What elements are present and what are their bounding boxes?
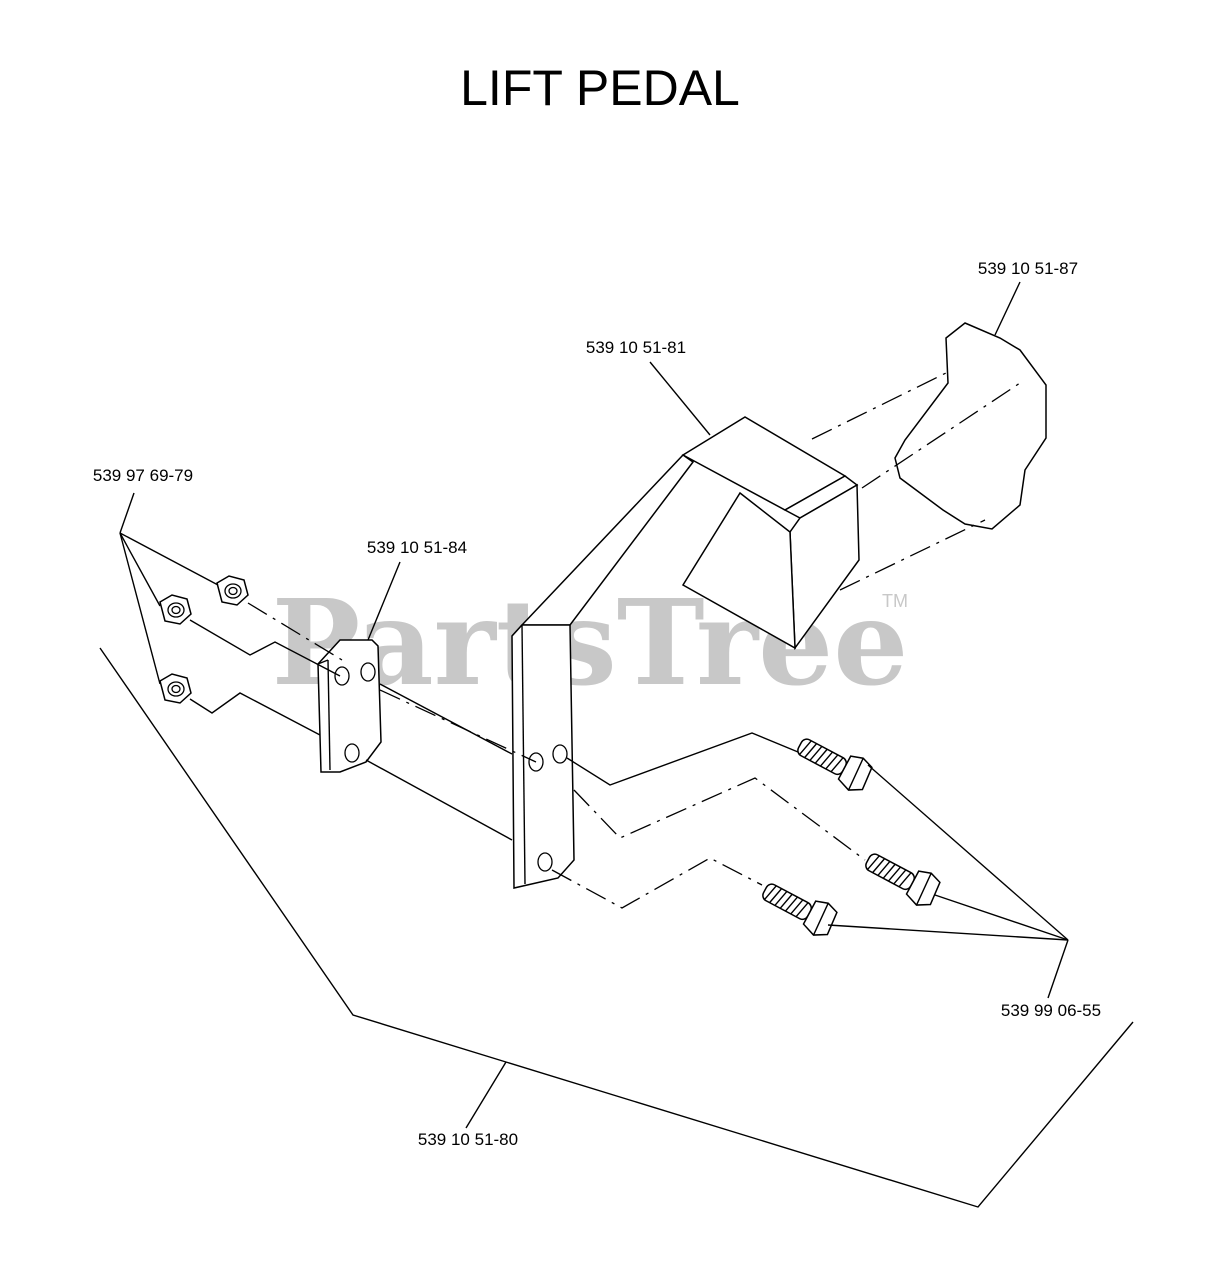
nut-part[interactable] [159, 575, 249, 704]
part-label-assembly[interactable]: 539 10 51-80 [418, 1130, 518, 1149]
pedal-pad-part[interactable] [894, 322, 1047, 530]
pad-alignment-lines [811, 371, 1021, 591]
trademark-mark: TM [882, 591, 908, 611]
pedal-bracket-part[interactable] [511, 416, 860, 889]
part-label-nut[interactable]: 539 97 69-79 [93, 466, 193, 485]
part-label-pedal-pad[interactable]: 539 10 51-87 [978, 259, 1078, 278]
part-label-backing-plate[interactable]: 539 10 51-84 [367, 538, 467, 557]
backing-plate-part[interactable] [317, 639, 382, 773]
fastener-alignment-lines [189, 602, 537, 841]
part-label-bolt[interactable]: 539 99 06-55 [1001, 1001, 1101, 1020]
page-title: LIFT PEDAL [460, 60, 740, 116]
bolt-alignment-lines [551, 732, 866, 909]
part-labels: 539 10 51-87 539 10 51-81 539 97 69-79 5… [93, 259, 1101, 1149]
bolt-part[interactable] [757, 729, 944, 941]
part-label-pedal-bracket[interactable]: 539 10 51-81 [586, 338, 686, 357]
leader-lines [99, 281, 1134, 1208]
